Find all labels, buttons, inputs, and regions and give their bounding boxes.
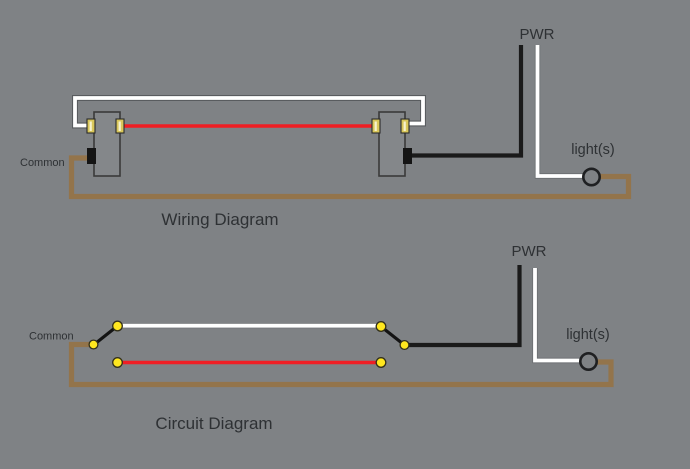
- white-neutral-wire: [535, 45, 583, 178]
- white-neutral-casing: [532, 268, 581, 364]
- switch-2-right-terminal-highlight: [403, 121, 406, 131]
- switch-1-left-terminal-highlight: [89, 121, 92, 131]
- light-symbol: [578, 351, 598, 371]
- wiring-diagram-title: Wiring Diagram: [161, 210, 278, 229]
- light-symbol: [581, 167, 601, 187]
- switch-1: [86, 111, 125, 177]
- switch-2-left-terminal-highlight: [374, 121, 377, 131]
- switch-2-common-terminal: [403, 148, 412, 164]
- white-neutral-wire: [533, 268, 581, 363]
- common-label: Common: [29, 331, 74, 343]
- switch-1-red-terminal-dot: [112, 357, 123, 368]
- switch-2-common-terminal-dot: [399, 339, 410, 351]
- circuit-diagram: PWR light(s) Common Circuit Diagram: [29, 243, 614, 433]
- switch-2-blade: [381, 326, 405, 346]
- switch-1-common-terminal: [87, 148, 96, 164]
- pwr-label: PWR: [512, 243, 547, 260]
- switch-2-white-terminal-dot: [375, 321, 387, 332]
- switch-1-blade: [94, 325, 118, 345]
- black-power-wire: [406, 265, 522, 348]
- wiring-diagram: PWR light(s) Common Wiring Diagram: [20, 26, 632, 229]
- switch-1-right-terminal-highlight: [118, 121, 121, 131]
- white-traveler-wire: [73, 96, 425, 128]
- switch-2: [371, 111, 412, 177]
- black-power-wire: [410, 45, 524, 158]
- switch-1-common-terminal-dot: [88, 339, 99, 350]
- lights-label: light(s): [566, 327, 610, 343]
- switch-1-white-terminal-dot: [112, 320, 123, 332]
- common-brown-wire: [68, 341, 614, 388]
- switch-2-red-terminal-dot: [375, 357, 387, 368]
- circuit-diagram-title: Circuit Diagram: [155, 414, 272, 433]
- pwr-label: PWR: [520, 26, 555, 43]
- common-label: Common: [20, 157, 65, 169]
- white-traveler-casing: [72, 95, 426, 129]
- lights-label: light(s): [571, 142, 615, 158]
- common-brown-wire: [68, 155, 632, 200]
